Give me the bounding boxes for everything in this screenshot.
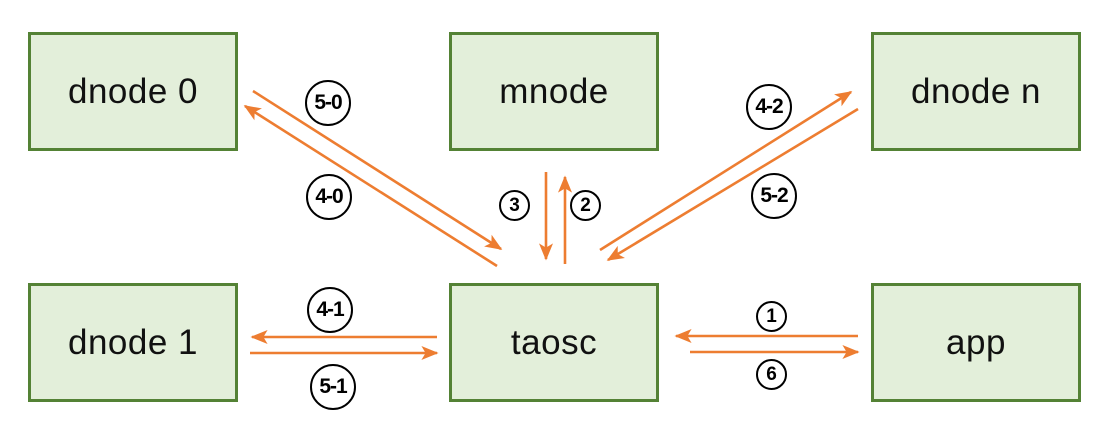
node-taosc: taosc xyxy=(449,283,659,402)
edge-label-4-2: 4-2 xyxy=(746,84,792,130)
node-dnode0: dnode 0 xyxy=(28,32,238,151)
node-mnode: mnode xyxy=(449,32,659,151)
edge-label-6: 6 xyxy=(756,359,787,390)
node-app-label: app xyxy=(946,322,1006,362)
edge-label-2: 2 xyxy=(570,190,601,221)
node-dnoden-label: dnode n xyxy=(910,71,1042,111)
edge-label-4-1: 4-1 xyxy=(307,287,353,333)
edge-label-1: 1 xyxy=(756,301,787,332)
edge-label-5-0: 5-0 xyxy=(305,80,351,126)
node-mnode-label: mnode xyxy=(499,71,609,111)
node-taosc-label: taosc xyxy=(510,322,598,362)
node-dnode0-label: dnode 0 xyxy=(67,71,199,111)
arrow-dnoden-to-taosc xyxy=(606,107,859,262)
edge-label-5-2: 5-2 xyxy=(751,173,797,219)
edge-label-3: 3 xyxy=(499,190,530,221)
node-dnode1-label: dnode 1 xyxy=(67,322,199,362)
node-app: app xyxy=(871,283,1081,402)
node-dnode1: dnode 1 xyxy=(28,283,238,402)
edge-label-4-0: 4-0 xyxy=(306,174,352,220)
edge-label-5-1: 5-1 xyxy=(310,364,356,410)
arrow-taosc-to-dnode0 xyxy=(243,104,498,268)
node-dnoden: dnode n xyxy=(871,32,1081,151)
arrow-taosc-to-dnoden xyxy=(599,90,853,252)
arrow-dnode0-to-taosc xyxy=(252,89,503,251)
